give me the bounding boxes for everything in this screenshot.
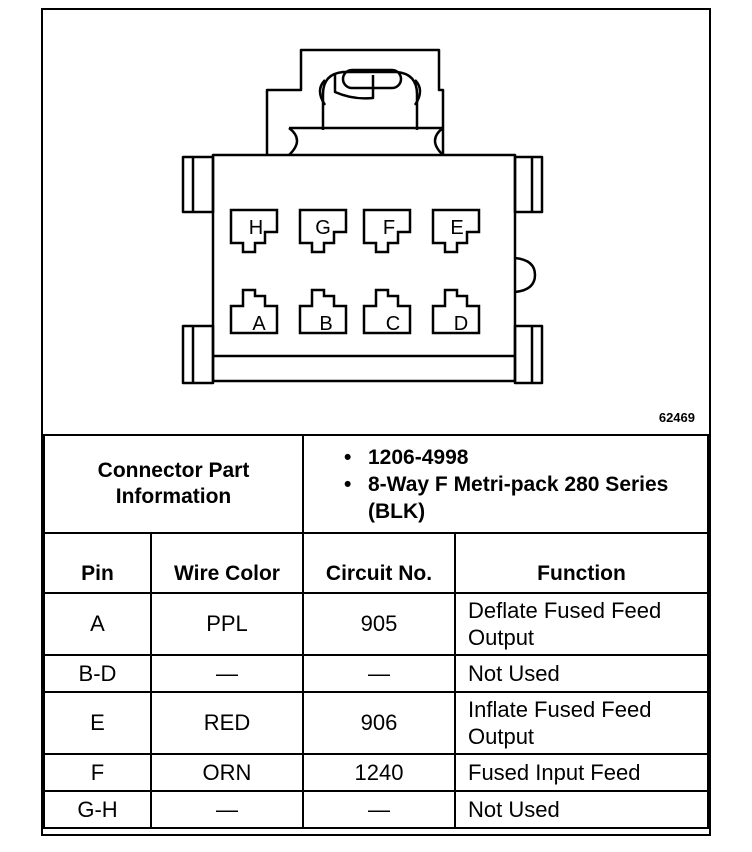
wire-color-cell: ORN — [150, 753, 304, 792]
pin-cell: G-H — [43, 790, 152, 829]
connector-face-diagram: H G F E A B C D — [181, 48, 544, 385]
polarization-notch — [514, 256, 537, 294]
figure-number: 62469 — [658, 410, 695, 425]
connector-info-label: Connector Part Information — [43, 434, 304, 534]
left-lower-ear — [181, 324, 215, 385]
wire-color-cell: — — [150, 790, 304, 829]
function-cell: Deflate Fused Feed Output — [454, 592, 709, 656]
circuit-cell: — — [302, 654, 456, 693]
table-row: G-H — — Not Used — [43, 790, 709, 829]
connector-table: Connector Part Information 1206-4998 8-W… — [43, 434, 709, 829]
right-upper-ear — [513, 155, 544, 214]
circuit-no-header: Circuit No. — [302, 532, 456, 594]
pin-label-g: G — [315, 217, 331, 239]
circuit-cell: 905 — [302, 592, 456, 656]
circuit-cell: 906 — [302, 691, 456, 755]
connector-info-row: Connector Part Information 1206-4998 8-W… — [43, 434, 709, 534]
pin-label-e: E — [450, 217, 463, 239]
connector-info-list: 1206-4998 8-Way F Metri-pack 280 Series … — [302, 434, 709, 534]
circuit-cell: 1240 — [302, 753, 456, 792]
pin-label-b: B — [319, 313, 332, 335]
function-cell: Inflate Fused Feed Output — [454, 691, 709, 755]
wire-color-cell: — — [150, 654, 304, 693]
function-cell: Fused Input Feed — [454, 753, 709, 792]
function-cell: Not Used — [454, 790, 709, 829]
connector-figure-frame: H G F E A B C D 62469 Connector Part Inf… — [41, 8, 711, 836]
pin-label-a: A — [252, 313, 266, 335]
connector-description: 8-Way F Metri-pack 280 Series (BLK) — [344, 471, 707, 525]
table-header-row: Pin Wire Color Circuit No. Function — [43, 532, 709, 594]
left-upper-ear — [181, 155, 215, 214]
wire-color-header: Wire Color — [150, 532, 304, 594]
pin-cell: E — [43, 691, 152, 755]
connector-body — [211, 153, 517, 383]
top-row-cavities — [229, 208, 481, 254]
pin-label-h: H — [249, 217, 263, 239]
latch-housing — [265, 48, 445, 155]
table-row: B-D — — Not Used — [43, 654, 709, 693]
wire-color-cell: RED — [150, 691, 304, 755]
pin-cell: B-D — [43, 654, 152, 693]
pin-label-d: D — [454, 313, 468, 335]
table-row: E RED 906 Inflate Fused Feed Output — [43, 691, 709, 755]
pin-cell: A — [43, 592, 152, 656]
connector-drawing: H G F E A B C D 62469 — [43, 10, 709, 434]
circuit-cell: — — [302, 790, 456, 829]
pin-cell: F — [43, 753, 152, 792]
pin-header: Pin — [43, 532, 152, 594]
pin-label-f: F — [383, 217, 395, 239]
connector-part-number: 1206-4998 — [344, 444, 707, 471]
bottom-row-cavities — [229, 288, 481, 335]
right-lower-ear — [513, 324, 544, 385]
table-row: F ORN 1240 Fused Input Feed — [43, 753, 709, 792]
pin-label-c: C — [386, 313, 400, 335]
function-cell: Not Used — [454, 654, 709, 693]
table-row: A PPL 905 Deflate Fused Feed Output — [43, 592, 709, 656]
function-header: Function — [454, 532, 709, 594]
wire-color-cell: PPL — [150, 592, 304, 656]
latch-lever — [321, 70, 419, 130]
